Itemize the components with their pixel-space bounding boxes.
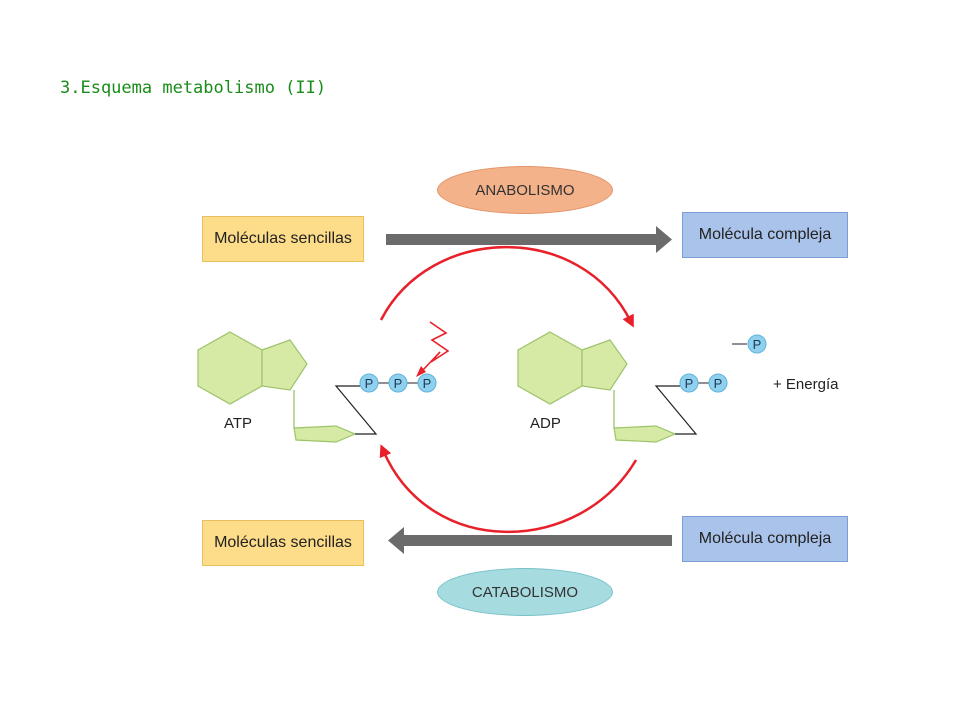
- svg-text:P: P: [394, 376, 403, 391]
- simple-molecules-box-top: Moléculas sencillas: [202, 216, 364, 262]
- atp-adenine-pentagon: [261, 339, 308, 391]
- adp-phosphate-1: P: [679, 373, 699, 393]
- adp-adenine-hexagon: [517, 331, 583, 405]
- adp-adenine-pentagon: [581, 339, 628, 391]
- atp-phosphate-2: P: [388, 373, 408, 393]
- svg-text:P: P: [423, 376, 432, 391]
- anabolism-label: ANABOLISMO: [437, 166, 613, 214]
- adp-to-atp-curve-arrow: [379, 444, 638, 534]
- complex-molecule-box-top: Molécula compleja: [682, 212, 848, 258]
- slide-title: 3.Esquema metabolismo (II): [60, 78, 327, 98]
- adp-ribose: [613, 425, 677, 443]
- adp-molecule: P P ADP: [517, 331, 728, 443]
- svg-text:P: P: [365, 376, 374, 391]
- atp-phosphate-1: P: [359, 373, 379, 393]
- anabolism-arrow: [386, 226, 672, 253]
- svg-text:P: P: [714, 376, 723, 391]
- adp-label: ADP: [530, 415, 561, 432]
- catabolism-label: CATABOLISMO: [437, 568, 613, 616]
- lightning-bolt-icon: [416, 321, 450, 377]
- released-phosphate: P: [732, 334, 767, 354]
- svg-text:P: P: [685, 376, 694, 391]
- catabolism-arrow: [388, 527, 672, 554]
- atp-ribose: [293, 425, 357, 443]
- svg-text:P: P: [753, 337, 762, 352]
- atp-to-adp-curve-arrow: [379, 245, 634, 328]
- atp-molecule: P P P ATP: [197, 331, 437, 443]
- atp-adenine-hexagon: [197, 331, 263, 405]
- adp-phosphate-2: P: [708, 373, 728, 393]
- atp-label: ATP: [224, 415, 252, 432]
- atp-phosphate-3: P: [417, 373, 437, 393]
- simple-molecules-box-bottom: Moléculas sencillas: [202, 520, 364, 566]
- energy-label: + Energía: [773, 376, 839, 393]
- complex-molecule-box-bottom: Molécula compleja: [682, 516, 848, 562]
